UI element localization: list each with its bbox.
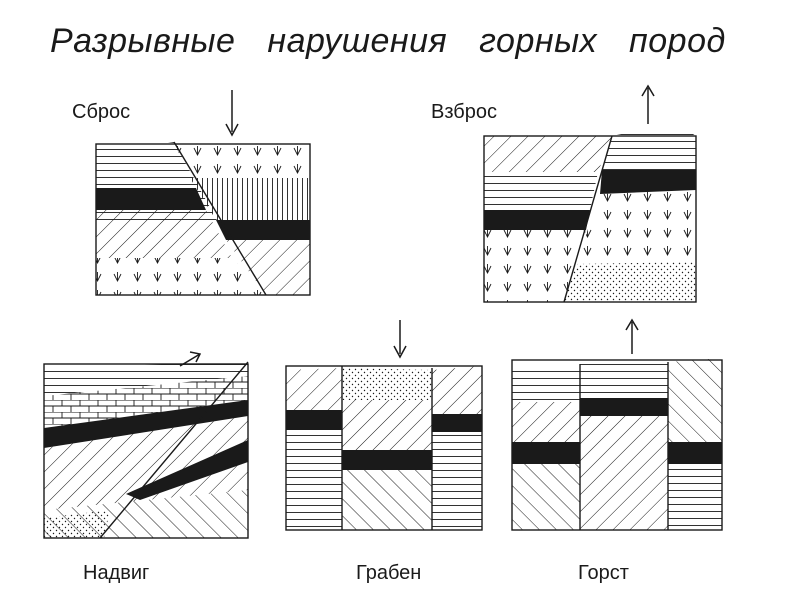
diagram-title: Разрывные нарушения горных пород (50, 22, 726, 60)
arrowhead-icon (189, 351, 202, 363)
arrowhead-icon (225, 123, 239, 137)
diagram-gorst (511, 318, 723, 531)
diagram-sbros (95, 90, 311, 296)
diagram-vzbros (483, 84, 697, 303)
diagram-nadvig (43, 351, 249, 539)
arrowhead-icon (393, 345, 407, 359)
arrowhead-icon (625, 318, 639, 331)
label-graben: Грабен (356, 562, 422, 584)
diagram-graben (285, 320, 483, 531)
arrowhead-icon (641, 84, 655, 97)
label-vzbros: Взброс (431, 101, 497, 123)
label-gorst: Горст (578, 562, 629, 584)
label-nadvig: Надвиг (83, 562, 150, 584)
label-sbros: Сброс (72, 101, 131, 123)
